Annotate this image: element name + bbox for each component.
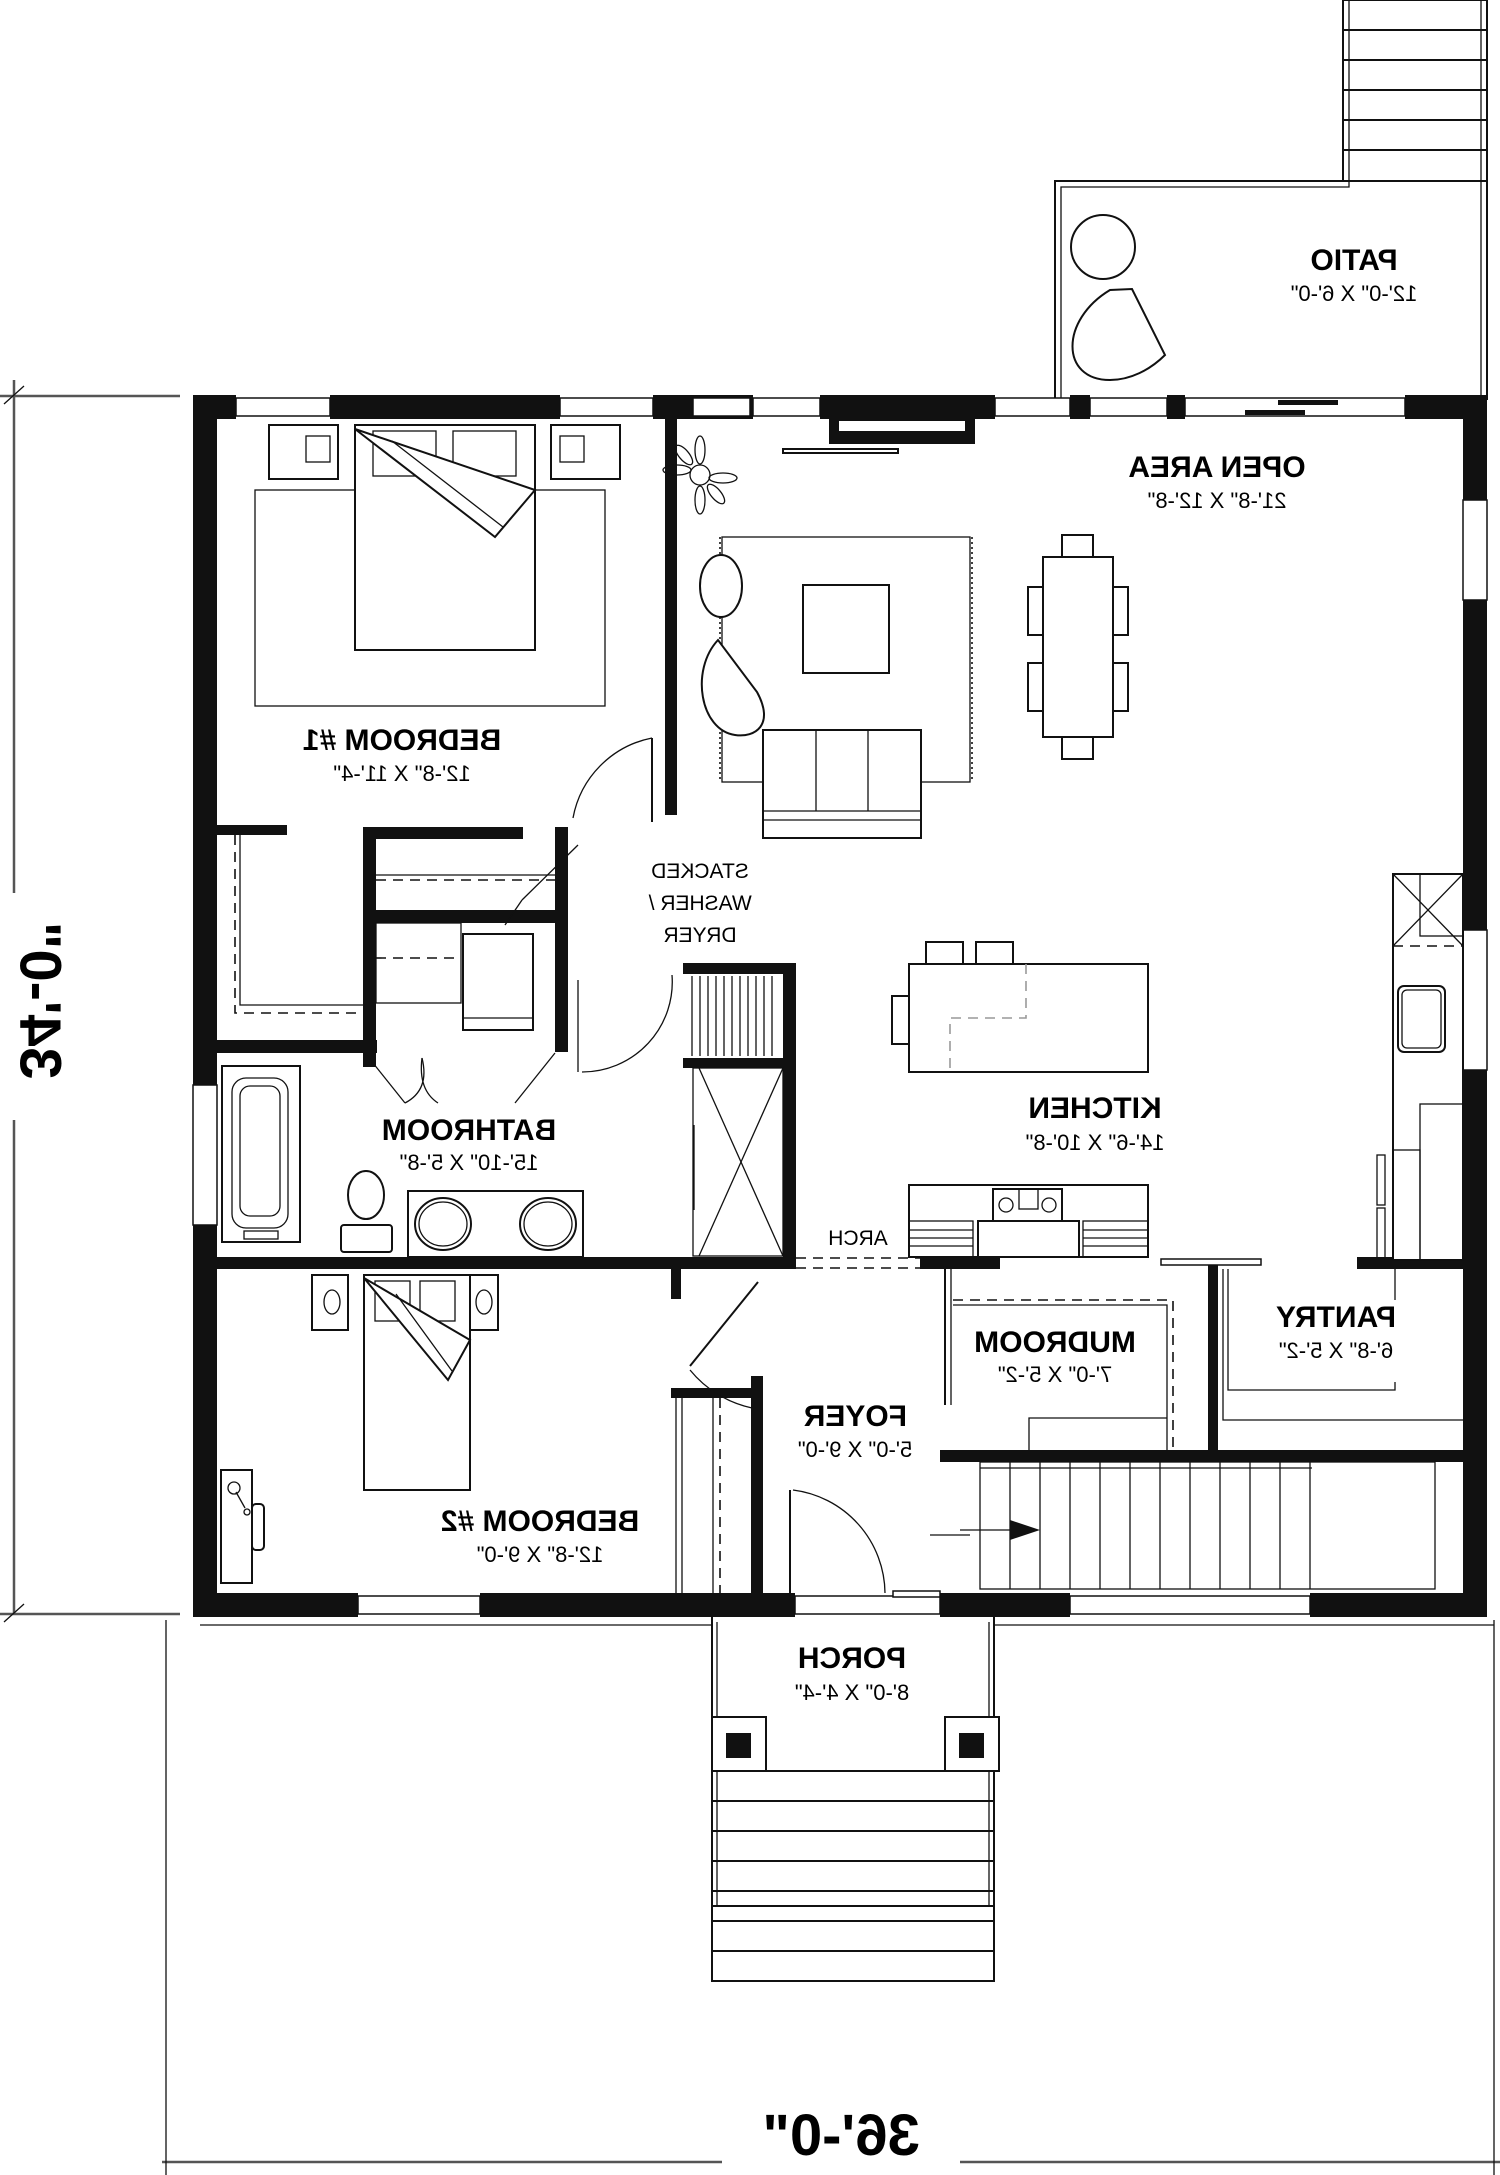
patio-size: 12'-0" X 6'-0"	[1291, 281, 1418, 306]
room-labels: PATIO 12'-0" X 6'-0" OPEN AREA 21'-8" X …	[8, 244, 1418, 2168]
porch-area	[200, 1617, 1494, 1982]
porch-size: 8'-0" X 4'-4"	[795, 1680, 910, 1705]
kitchen-fixtures	[891, 873, 1464, 1261]
open-area-furniture	[662, 419, 1129, 839]
foyer-size: 5'-0" X 9'-0"	[798, 1437, 913, 1462]
mudroom-name: MUDROOM	[974, 1326, 1136, 1359]
pantry-name: PANTRY	[1276, 1301, 1396, 1334]
bathroom-name: BATHROOM	[382, 1114, 556, 1147]
bathroom-fixtures	[221, 976, 784, 1258]
arch-opening	[796, 1257, 1262, 1269]
kitchen-name: KITCHEN	[1028, 1092, 1161, 1125]
windows	[235, 397, 1406, 1615]
washer-note-line1: STACKED	[651, 860, 749, 883]
bedroom2-size: 12'-8" X 9'-0"	[477, 1542, 604, 1567]
dimension-lines	[0, 380, 1500, 2175]
porch-name: PORCH	[798, 1642, 906, 1675]
overall-depth-label: 34'-0"	[8, 922, 73, 1079]
foyer-name: FOYER	[803, 1400, 907, 1433]
exterior-walls	[192, 395, 1488, 1617]
kitchen-size: 14'-6" X 10'-8"	[1026, 1130, 1165, 1155]
linen-shelves	[691, 976, 773, 1056]
bedroom1-size: 12'-8" X 11'-4"	[333, 761, 470, 786]
patio-name: PATIO	[1310, 244, 1397, 277]
pantry-size: 6'-8" X 5'-2"	[1279, 1338, 1394, 1363]
overall-width-label: 36'-0"	[762, 2103, 919, 2168]
interior-stairs	[930, 1461, 1436, 1590]
bathroom-size: 15'-10" X 5'-8"	[400, 1150, 539, 1175]
washer-note-line3: DRYER	[663, 924, 736, 947]
bedroom1-furniture	[254, 424, 621, 707]
bedroom2-furniture	[220, 1274, 721, 1593]
mudroom-size: 7'-0" X 5'-2"	[998, 1362, 1113, 1387]
washer-note-line2: WASHER /	[648, 892, 751, 915]
bedroom1-closet	[234, 737, 673, 1104]
mudroom-pantry	[944, 1269, 1463, 1450]
patio-area	[1054, 0, 1488, 400]
foyer-doors	[689, 1281, 941, 1598]
plant-icon	[662, 435, 738, 515]
bedroom1-name: BEDROOM #1	[303, 724, 501, 757]
open-area-name: OPEN AREA	[1128, 451, 1305, 484]
arch-label: ARCH	[828, 1227, 888, 1250]
interior-walls	[217, 395, 1463, 1593]
bedroom2-name: BEDROOM #2	[441, 1505, 639, 1538]
open-area-size: 21'-8" X 12'-8"	[1148, 488, 1287, 513]
